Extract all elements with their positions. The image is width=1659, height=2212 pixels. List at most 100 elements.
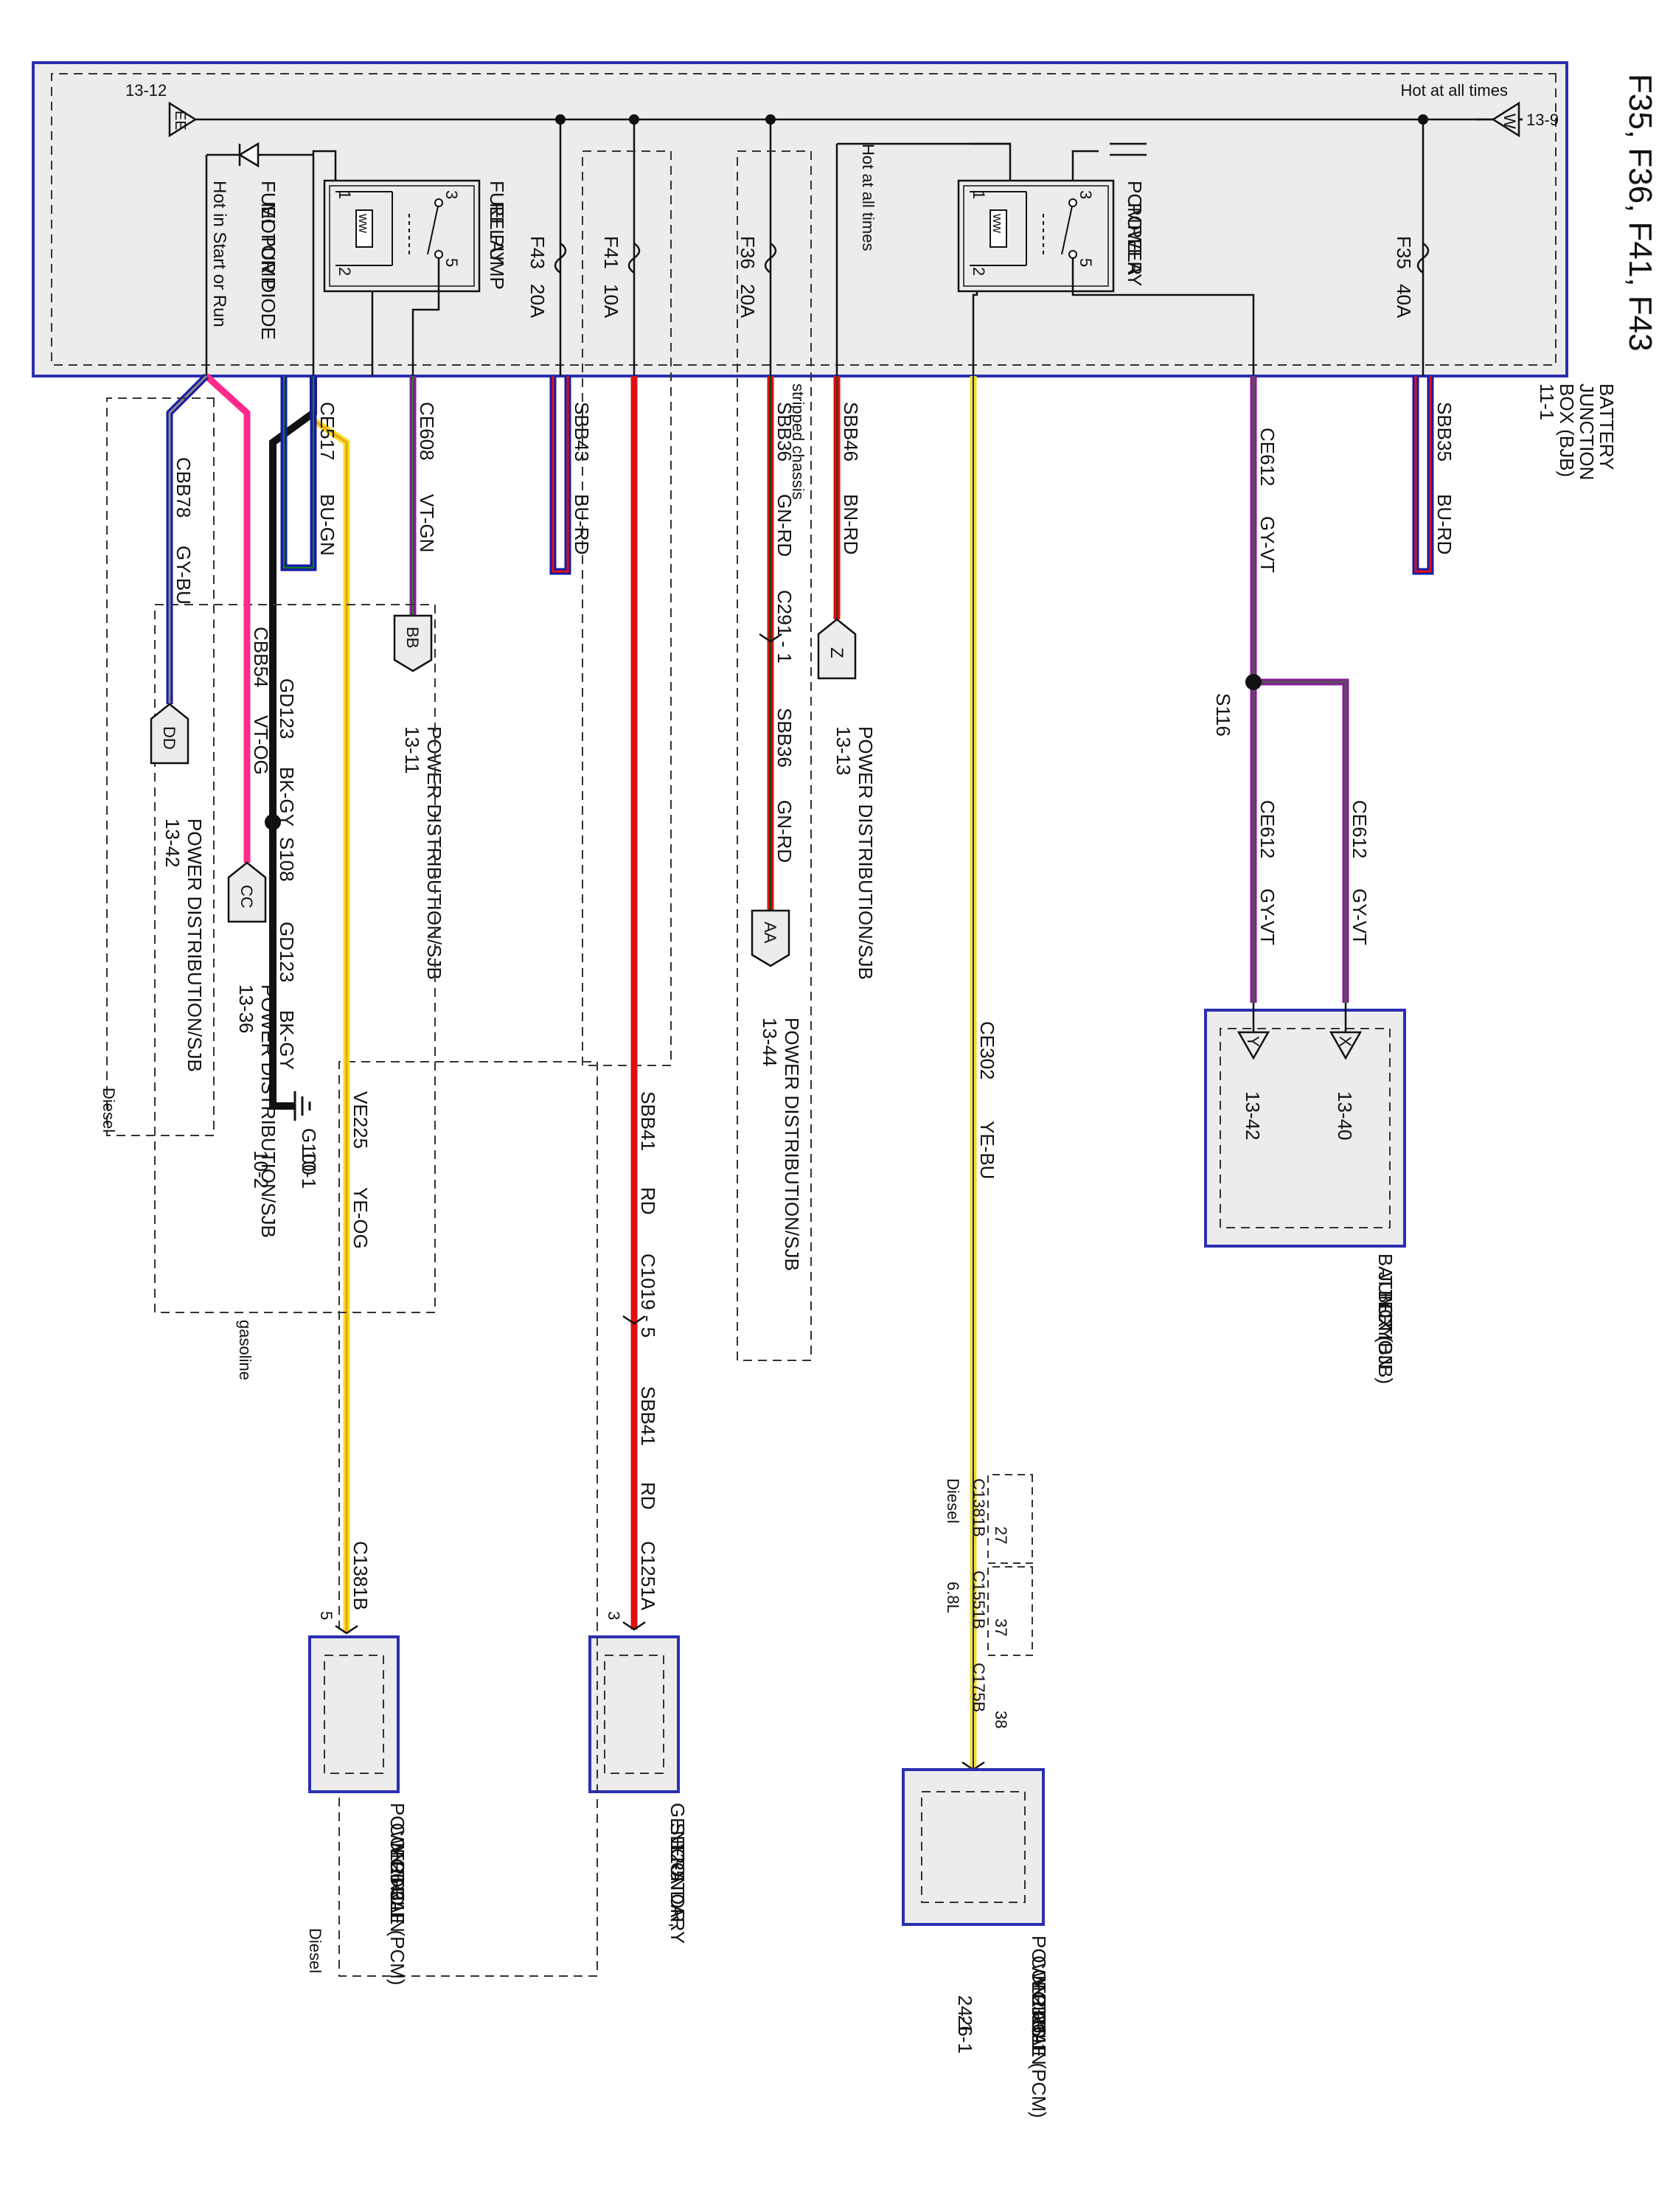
wire-cbb54-color: VT-OG (250, 715, 272, 775)
fuse-f36: F36 20A (737, 114, 777, 376)
pcm-right-label-line: MODULE (PCM) (1028, 1975, 1050, 2118)
c1381b-left-label: C1381B (349, 1541, 372, 1610)
connector-z-label: Z (827, 647, 846, 658)
c175b-pin: 38 (992, 1711, 1010, 1728)
c1551b-label: C1551B (970, 1571, 988, 1630)
generator-label-line: SECONDARY (667, 1823, 689, 1944)
ref-z: 13-13 (832, 726, 855, 776)
pcm-right-module: POWERTRAIN CONTROL MODULE (PCM) 23-1 24-… (902, 1768, 1050, 2118)
ground-id: G100 (298, 1128, 320, 1175)
wire-sbb41-color: RD (637, 1482, 659, 1510)
pcm-left-label-line: CONTROL (386, 1823, 408, 1916)
wire-gd123-circuit: GD123 (276, 922, 298, 982)
page-title: F35, F36, F41, F43 (1622, 74, 1658, 352)
gasoline-box (154, 604, 436, 1313)
c1381b-label: C1381B (970, 1478, 988, 1537)
connector-dd-label: DD (160, 726, 178, 750)
hot-in-start-run-label: Hot in Start or Run (209, 181, 229, 327)
connector-aa-label: AA (761, 922, 779, 944)
wire-ce612-circuit: CE612 (1256, 428, 1279, 487)
wire-ce608-color: VT-GN (416, 494, 438, 552)
svg-text:3: 3 (1077, 190, 1095, 199)
pcm-right-label-line: CONTROL (1028, 1955, 1050, 2049)
hot-at-all-times-label-2: Hot at all times (859, 144, 877, 251)
pcm-right-connectors: Diesel 6.8L C1381B 27 C1551B 37 C175B 38 (944, 1474, 1033, 1771)
c175b-label: C175B (970, 1663, 988, 1712)
splice-s108 (265, 814, 281, 830)
ref-x: 13-40 (1334, 1091, 1356, 1141)
diesel-label-dd: Diesel (100, 1088, 118, 1133)
pcm-left-label-line: POWERTRAIN (386, 1803, 408, 1933)
wire-ve225-circuit: VE225 (349, 1091, 372, 1149)
wire-gd123-color: BK-GY (276, 1010, 298, 1070)
connector-ee (168, 101, 198, 138)
ref-aa: 13-44 (759, 1018, 781, 1067)
pcm-right-ref: 23-1 (1028, 1995, 1050, 2034)
c1551b-pin: 37 (992, 1618, 1010, 1636)
pcm-right-ref: 26-1 (954, 2015, 976, 2053)
diesel-label: Diesel (944, 1478, 962, 1523)
bjb-label-line: 11-1 (1536, 383, 1558, 420)
stripped-chassis-label: stripped chassis (789, 383, 807, 500)
connector-y (1237, 1031, 1270, 1060)
pcm-left-label-line: 26-3 (386, 1863, 408, 1901)
c291-label: C291 - 1 (773, 590, 796, 664)
ground-ref: 10-1 (298, 1150, 320, 1189)
connector-z (817, 618, 857, 680)
connector-aa (751, 909, 790, 967)
connector-bb-label: BB (403, 627, 422, 648)
wire-gd123-color: BK-GY (276, 767, 298, 827)
diode-label-line: FUEL PUMP (257, 181, 279, 290)
pcm-relay-label-line: PCM (1124, 181, 1146, 223)
connector-ee-label: EE (172, 111, 188, 131)
wire-sbb41: SBB41 RD C1019 - 5 SBB41 RD C1251A 3 (605, 376, 659, 1631)
wire-sbb41-circuit: SBB41 (637, 1091, 659, 1151)
stripped-chassis-box (737, 150, 812, 1361)
bjb-lower-box: X Y 13-40 13-42 BATTERY JUNCTION BOX (BJ… (1204, 1003, 1406, 1384)
wire-sbb46-circuit: SBB46 (840, 402, 862, 462)
fuse-f43: F43 20A (526, 114, 567, 376)
svg-text:5: 5 (1077, 258, 1095, 267)
dd-pd-sjb-label: POWER DISTRIBUTION/SJB (184, 818, 206, 1072)
fuse-f36-rating: 20A (737, 284, 759, 319)
wire-ve225-color: YE-OG (349, 1187, 372, 1249)
wire-ce517: CE517 BU-GN (280, 376, 338, 571)
fuse-f43-rating: 20A (526, 284, 549, 319)
svg-text:ww: ww (356, 213, 371, 234)
fuel-pump-relay-label-line: RELAY (486, 203, 508, 264)
wire-gd123-circuit: GD123 (276, 678, 298, 739)
wire-sbb46-color: BN-RD (840, 494, 862, 554)
diesel-box-dd (106, 397, 215, 1136)
wire-ce302-circuit: CE302 (976, 1021, 998, 1080)
c1019-label: C1019 - 5 (637, 1253, 659, 1338)
diesel-label-lower: Diesel (306, 1928, 324, 1973)
splice-s116-label: S116 (1212, 693, 1234, 737)
wire-sbb46: SBB46 BN-RD Z POWER DISTRIBUTION/SJB 13-… (817, 376, 877, 980)
bjb-label-line: BOX (BJB) (1556, 383, 1578, 477)
diesel-box-lower (338, 1061, 598, 1977)
bb-pd-sjb-label: POWER DISTRIBUTION/SJB (423, 726, 445, 980)
pcm-left-label-line: MODULE (PCM) (386, 1843, 408, 1986)
wire-ce612-circuit: CE612 (1349, 800, 1371, 859)
bjb-label-line: JUNCTION (1576, 383, 1598, 480)
c1251a-label: C1251A (637, 1541, 659, 1611)
connector-cc-label: CC (237, 885, 256, 908)
c1381b-left-pin: 5 (317, 1611, 335, 1620)
wire-sbb43-circuit: SBB43 (571, 402, 593, 462)
wire-sbb35: SBB35 BU-RD (1412, 376, 1455, 575)
ref-ee: 13-12 (125, 81, 167, 100)
fuse-f35: F35 40A (1393, 114, 1430, 376)
wire-ve225: VE225 YE-OG C1381B 5 (310, 376, 372, 1635)
fuel-pump-motor-diode: FUEL PUMP MOTOR DIODE Hot in Start or Ru… (205, 142, 313, 376)
pcm-power-relay: ww 1 2 3 5 PCM POWER RELAY (957, 179, 1146, 293)
wire-cbb78-circuit: CBB78 (173, 457, 195, 518)
wire-ce302: CE302 YE-BU (970, 376, 998, 1770)
wire-ce608-circuit: CE608 (416, 402, 438, 461)
splice-s108-label: S108 (276, 837, 298, 882)
connector-w (1491, 101, 1520, 138)
wire-cbb78-color: GY-BU (173, 546, 195, 605)
pcm-relay-label-line: RELAY (1124, 225, 1146, 286)
fuse-f41-id: F41 (600, 236, 622, 269)
ref-y: 13-42 (1242, 1091, 1264, 1141)
